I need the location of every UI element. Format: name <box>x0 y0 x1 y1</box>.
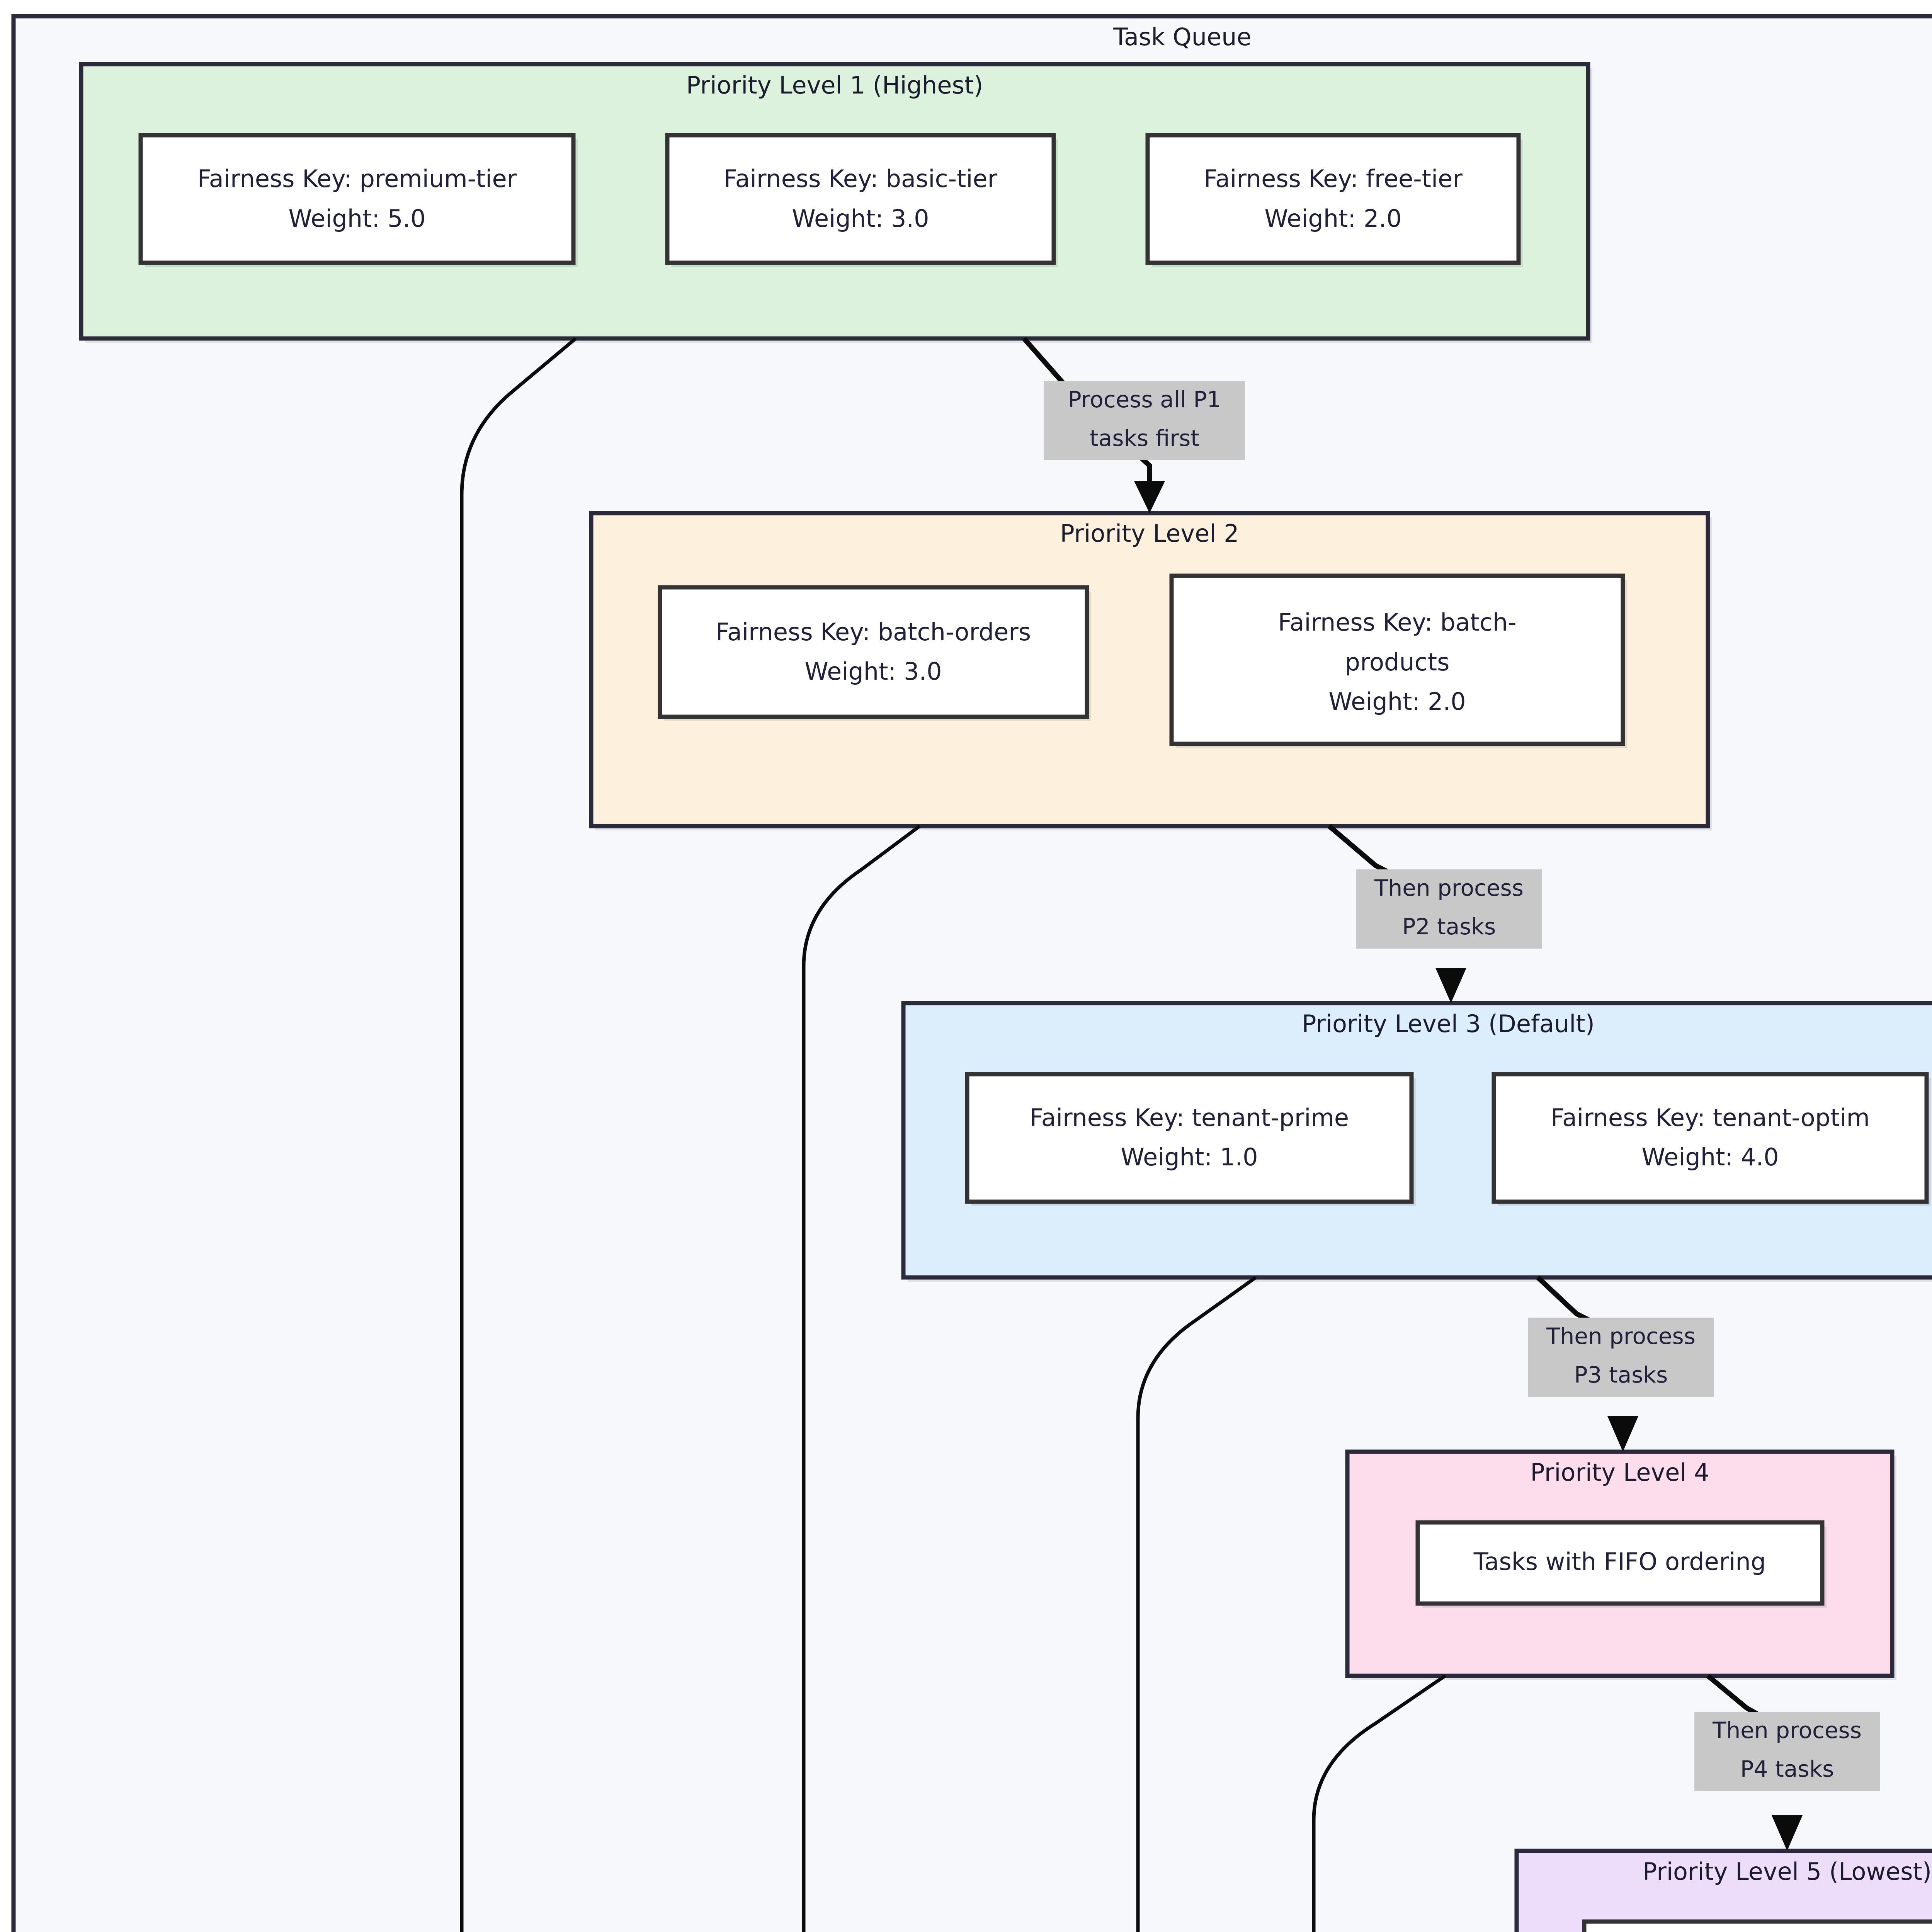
fairness-card-batch-products-weight: Weight: 2.0 <box>1328 687 1466 716</box>
fairness-card-batch-products-key-l1: Fairness Key: batch- <box>1278 608 1516 636</box>
fairness-card-premium-tier-key: Fairness Key: premium-tier <box>197 165 517 193</box>
priority-level-3-title: Priority Level 3 (Default) <box>1302 1010 1595 1038</box>
edge-label-p3-p4-line2: P3 tasks <box>1574 1362 1668 1388</box>
edge-p3-to-workers <box>1136 1276 1257 1932</box>
edge-label-p4-p5-line1: Then process <box>1712 1717 1862 1743</box>
fairness-card-tenant-optim-key: Fairness Key: tenant-optim <box>1551 1104 1870 1132</box>
fifo-card-p5[interactable] <box>1582 1919 1932 1932</box>
fairness-card-tenant-prime-weight: Weight: 1.0 <box>1121 1143 1258 1171</box>
fairness-card-free-tier-key: Fairness Key: free-tier <box>1204 165 1463 193</box>
fairness-card-free-tier[interactable] <box>1145 133 1521 265</box>
fairness-card-basic-tier-weight: Weight: 3.0 <box>792 204 929 233</box>
fifo-card-p4[interactable] <box>1415 1520 1825 1606</box>
edge-label-p2-p3-line1: Then process <box>1374 875 1524 901</box>
edge-label-p1-p2-line2: tasks first <box>1090 425 1199 451</box>
fairness-card-free-tier-weight: Weight: 2.0 <box>1264 204 1401 233</box>
fairness-card-batch-orders[interactable] <box>658 585 1089 719</box>
fairness-card-premium-tier[interactable] <box>138 133 576 265</box>
priority-level-5-title: Priority Level 5 (Lowest) <box>1643 1857 1932 1886</box>
fairness-card-basic-tier-key: Fairness Key: basic-tier <box>724 165 998 193</box>
edge-label-p4-p5-bg <box>1694 1712 1880 1791</box>
edge-label-p4-p5-line2: P4 tasks <box>1740 1756 1834 1782</box>
task-queue-title: Task Queue <box>1113 23 1251 51</box>
fairness-card-tenant-prime-key: Fairness Key: tenant-prime <box>1030 1104 1349 1132</box>
fairness-card-batch-orders-key: Fairness Key: batch-orders <box>716 618 1031 646</box>
edge-label-p2-p3-bg <box>1356 869 1542 949</box>
edge-label-p2-p3-line2: P2 tasks <box>1402 913 1496 940</box>
edge-p3-to-p4-arrowhead <box>1607 1416 1638 1452</box>
fairness-card-batch-orders-weight: Weight: 3.0 <box>804 657 942 685</box>
edge-p2-to-p3-arrowhead <box>1435 968 1466 1003</box>
fairness-card-basic-tier[interactable] <box>665 133 1056 265</box>
edge-label-p3-p4: Then process P3 tasks <box>1528 1318 1714 1397</box>
priority-level-1-title: Priority Level 1 (Highest) <box>686 71 983 99</box>
edge-label-p3-p4-line1: Then process <box>1546 1323 1696 1349</box>
fairness-card-premium-tier-weight: Weight: 5.0 <box>288 204 425 233</box>
edge-label-p1-p2: Process all P1 tasks first <box>1044 381 1245 460</box>
edge-p4-to-p5-arrowhead <box>1772 1815 1803 1851</box>
fairness-card-tenant-optim[interactable] <box>1492 1072 1929 1204</box>
edge-label-p2-p3: Then process P2 tasks <box>1356 869 1542 949</box>
edge-label-p1-p2-line1: Process all P1 <box>1068 386 1221 413</box>
edge-label-p1-p2-bg <box>1044 381 1245 460</box>
fairness-card-batch-products[interactable] <box>1169 573 1625 746</box>
fairness-card-tenant-optim-weight: Weight: 4.0 <box>1641 1143 1779 1171</box>
edge-p2-to-workers <box>802 825 921 1932</box>
fairness-card-batch-products-key-l2: products <box>1345 648 1450 676</box>
fifo-card-p4-label: Tasks with FIFO ordering <box>1473 1548 1766 1576</box>
edge-p1-to-p2-arrowhead <box>1134 481 1165 513</box>
edge-label-p4-p5: Then process P4 tasks <box>1694 1712 1880 1791</box>
priority-level-2-title: Priority Level 2 <box>1060 519 1239 548</box>
fairness-card-tenant-prime[interactable] <box>965 1072 1414 1204</box>
edge-label-p3-p4-bg <box>1528 1318 1714 1397</box>
edge-p4-to-workers <box>1312 1674 1446 1932</box>
edge-p1-to-workers <box>460 337 577 1932</box>
priority-level-4-title: Priority Level 4 <box>1530 1458 1709 1486</box>
